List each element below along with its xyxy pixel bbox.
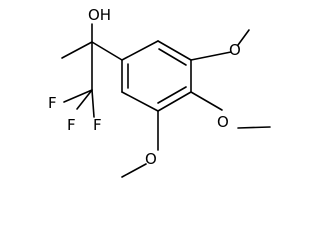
methoxy-oxygen-top-label: O — [229, 41, 241, 59]
bond-cf3-f3 — [76, 89, 93, 110]
bond-ring-o-mid — [190, 91, 223, 111]
methoxy-oxygen-middle-label: O — [217, 113, 229, 131]
ring-double-bond-c — [158, 48, 187, 66]
bond-o-bot-methyl — [121, 163, 147, 178]
ring-bond-5 — [157, 40, 192, 61]
molecule-structure: OH F F F O O O — [48, 6, 271, 178]
bond-c-methyl — [61, 41, 93, 59]
bonds — [61, 23, 271, 178]
bond-o-top-methyl — [237, 29, 250, 46]
bond-cf3-f2 — [91, 89, 95, 118]
fluorine-label-2: F — [93, 116, 102, 134]
ring-bond-6 — [121, 40, 159, 61]
fluorine-label-1: F — [48, 94, 57, 112]
bond-cf3-f1 — [63, 89, 93, 103]
bond-ring-o-top — [190, 51, 232, 61]
ring-bond-3 — [157, 91, 192, 112]
bond-o-mid-methyl — [237, 126, 271, 129]
hydroxyl-label: OH — [88, 6, 111, 24]
methoxy-oxygen-bottom-label: O — [145, 150, 157, 168]
ring-bond-2 — [121, 91, 159, 112]
atom-labels: OH F F F O O O — [48, 6, 241, 168]
ring-double-bond-b — [157, 86, 187, 104]
bond-c-ring — [91, 41, 123, 61]
fluorine-label-3: F — [67, 116, 76, 134]
